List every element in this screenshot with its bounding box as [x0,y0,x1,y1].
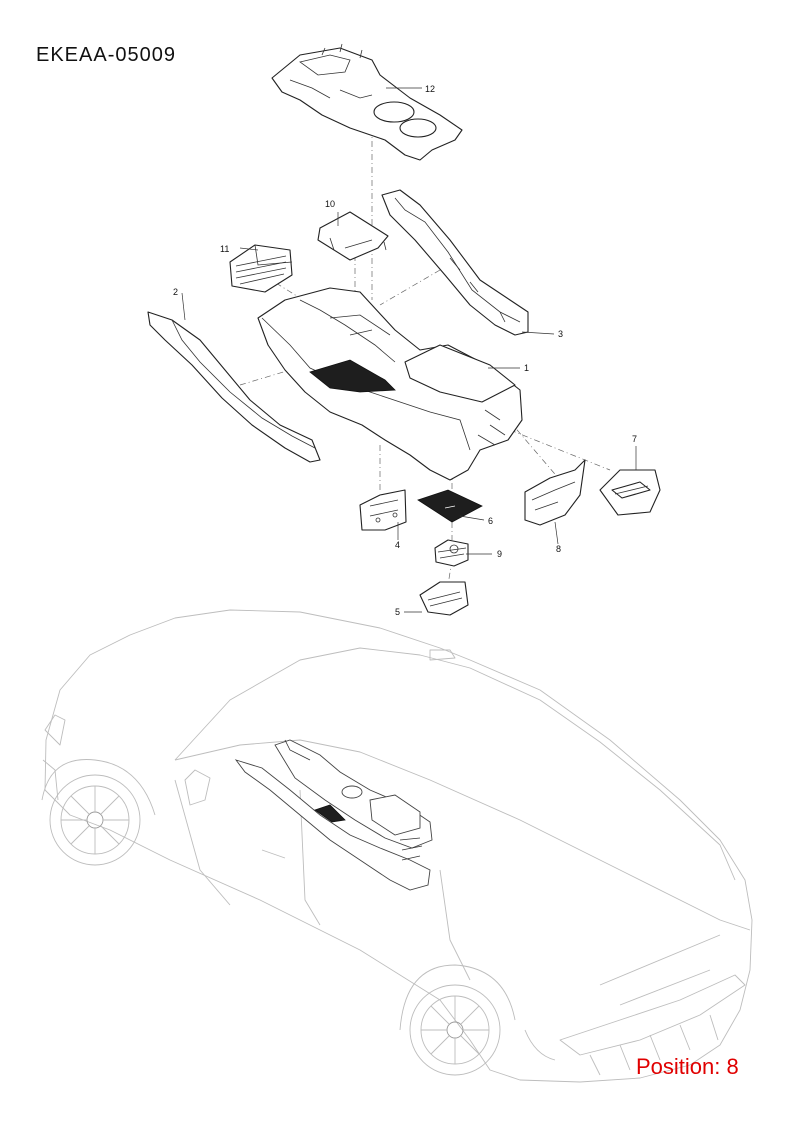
diagram-code: EKEAA-05009 [36,44,176,66]
vehicle-console [234,739,433,891]
callout-3: 3 [558,329,563,339]
callout-7: 7 [632,434,637,444]
callout-8: 8 [556,544,561,554]
part-11-vent[interactable] [229,244,293,293]
vehicle-outline [41,609,753,1083]
part-1-main-console[interactable] [257,287,523,481]
callout-9: 9 [497,549,502,559]
callout-4: 4 [395,540,400,550]
part-3-right-trim[interactable] [381,189,529,336]
part-6-mat[interactable] [417,489,483,523]
callout-10: 10 [325,199,335,209]
leader-lines [181,87,637,613]
part-8-rear-trim[interactable] [524,459,586,526]
position-label: Position: 8 [636,1054,739,1079]
callout-labels: 12 10 11 2 3 1 7 6 4 9 8 5 [173,84,637,617]
callout-2: 2 [173,287,178,297]
part-4-bracket[interactable] [359,489,407,531]
part-2-left-trim[interactable] [147,311,321,463]
callout-12: 12 [425,84,435,94]
part-7-rear-panel[interactable] [599,469,661,516]
part-10-cover[interactable] [317,211,389,261]
callout-11: 11 [220,244,229,254]
callout-5: 5 [395,607,400,617]
callout-6: 6 [488,516,493,526]
part-12-top-trim[interactable] [271,43,463,161]
callout-1: 1 [524,363,529,373]
part-5-bracket-lower[interactable] [419,581,469,616]
part-9-holder[interactable] [434,539,469,567]
